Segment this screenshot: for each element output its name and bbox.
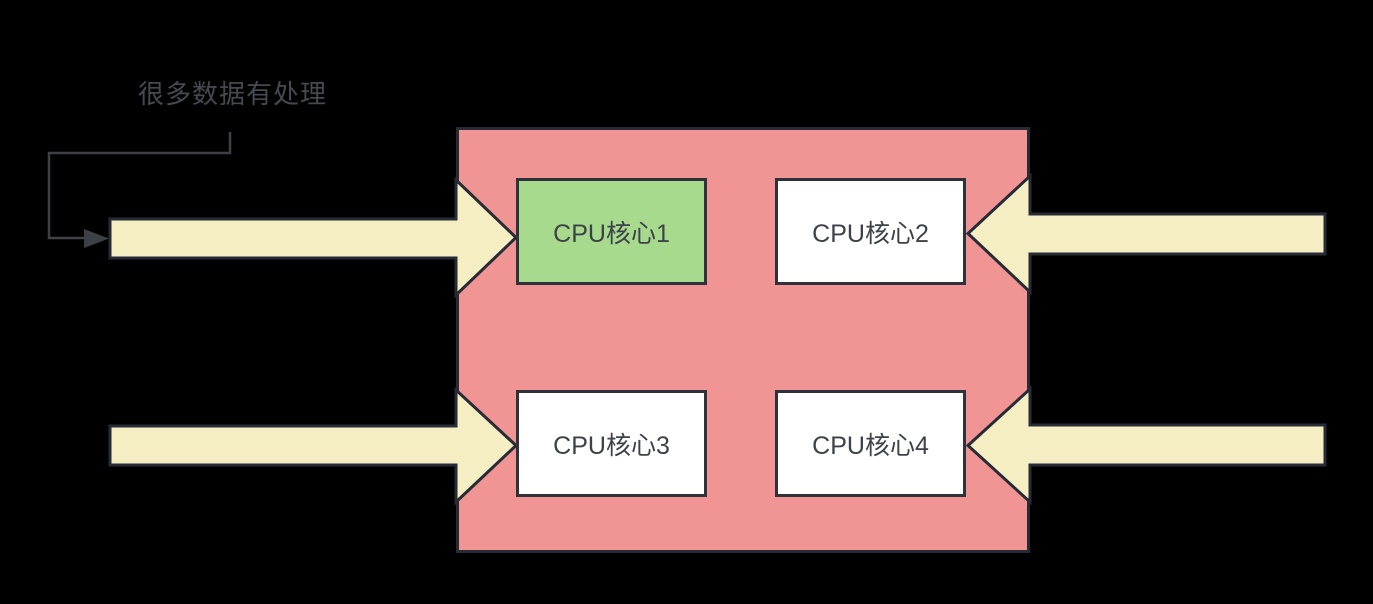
annotation-connector-arrowhead-icon: [84, 229, 109, 248]
cpu-core-1-box: CPU核心1: [516, 178, 707, 285]
cpu-core-4-box: CPU核心4: [775, 390, 966, 497]
annotation-connector-line: [47, 132, 232, 240]
cpu-core-2-label: CPU核心2: [812, 219, 929, 248]
cpu-core-4-label: CPU核心4: [812, 431, 929, 460]
input-arrow-top-left-icon: [108, 176, 519, 299]
input-arrow-top-right-icon: [965, 172, 1327, 296]
cpu-core-1-label: CPU核心1: [553, 219, 670, 248]
annotation-label: 很多数据有处理: [138, 79, 328, 109]
input-arrow-bottom-right-icon: [965, 385, 1327, 506]
cpu-core-3-box: CPU核心3: [516, 390, 707, 497]
cpu-core-2-box: CPU核心2: [775, 178, 966, 285]
cpu-core-3-label: CPU核心3: [553, 431, 670, 460]
input-arrow-bottom-left-icon: [108, 386, 519, 506]
